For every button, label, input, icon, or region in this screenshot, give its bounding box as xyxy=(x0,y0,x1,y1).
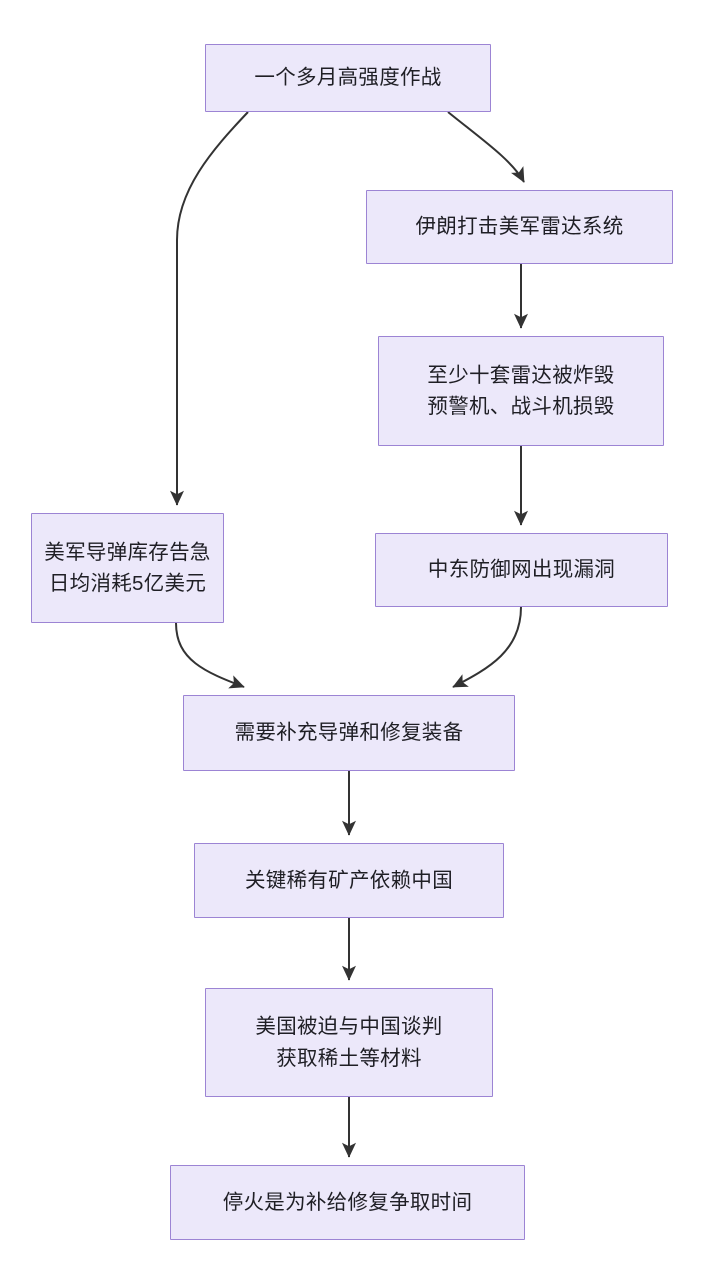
node-label-line: 关键稀有矿产依赖中国 xyxy=(245,868,453,892)
node-us-forced-negotiate-china[interactable]: 美国被迫与中国谈判获取稀土等材料 xyxy=(205,988,493,1097)
node-ceasefire-buys-time[interactable]: 停火是为补给修复争取时间 xyxy=(170,1165,525,1240)
node-label-line: 伊朗打击美军雷达系统 xyxy=(415,215,624,239)
edge-n5-to-n6 xyxy=(452,606,522,688)
edge-n1-to-n2 xyxy=(447,111,525,183)
node-label-line: 美国被迫与中国谈判 xyxy=(255,1015,443,1039)
node-replenish-and-repair[interactable]: 需要补充导弹和修复装备 xyxy=(183,695,515,771)
node-high-intensity-operations[interactable]: 一个多月高强度作战 xyxy=(205,44,491,112)
node-radar-aircraft-destroyed[interactable]: 至少十套雷达被炸毁预警机、战斗机损毁 xyxy=(378,336,664,446)
node-missile-stockpile-critical[interactable]: 美军导弹库存告急日均消耗5亿美元 xyxy=(31,513,224,623)
edge-n4-to-n6 xyxy=(175,622,245,689)
node-iran-strikes-radar[interactable]: 伊朗打击美军雷达系统 xyxy=(366,190,673,264)
node-label-line: 美军导弹库存告急 xyxy=(44,540,211,564)
node-label-line: 至少十套雷达被炸毁 xyxy=(427,363,615,387)
edge-n1-to-n4 xyxy=(170,111,249,506)
node-rare-minerals-depend-china[interactable]: 关键稀有矿产依赖中国 xyxy=(194,843,504,918)
node-label-line: 预警机、战斗机损毁 xyxy=(427,395,615,418)
node-label-line: 需要补充导弹和修复装备 xyxy=(234,721,464,745)
node-label-line: 一个多月高强度作战 xyxy=(254,66,442,90)
node-label-line: 中东防御网出现漏洞 xyxy=(427,558,616,582)
node-mideast-defense-gap[interactable]: 中东防御网出现漏洞 xyxy=(375,533,668,607)
node-label-line: 日均消耗5亿美元 xyxy=(48,572,207,595)
node-label-line: 停火是为补给修复争取时间 xyxy=(222,1190,473,1214)
node-label-line: 获取稀土等材料 xyxy=(276,1046,422,1070)
